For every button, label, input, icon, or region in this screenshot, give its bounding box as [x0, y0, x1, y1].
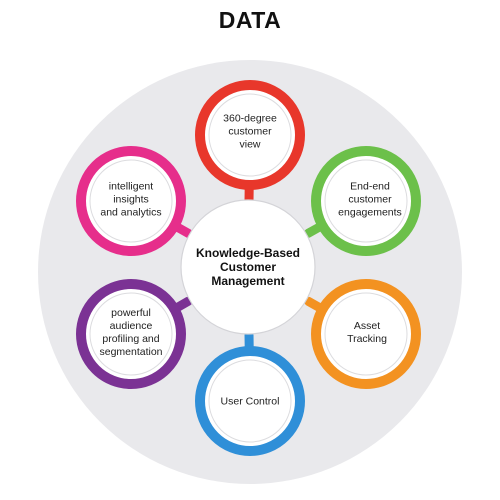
- node-label-control: User Control: [221, 396, 280, 409]
- node-label-line: End-end: [350, 180, 390, 193]
- node-label-line: view: [239, 138, 261, 151]
- node-label-view: 360-degree customer view: [223, 113, 277, 152]
- node-disc-asset: [324, 292, 408, 376]
- node-label-line: customer: [228, 125, 272, 138]
- center-label-line-3: Management: [211, 274, 285, 288]
- ring-layer: [76, 80, 421, 456]
- node-label-line: Tracking: [347, 333, 387, 345]
- diagram-title: DATA: [218, 7, 282, 33]
- node-disc-profiling: [89, 292, 173, 376]
- node-label-profiling: powerful audience profiling and segmenta…: [99, 307, 162, 359]
- node-label-line: insights: [113, 193, 149, 206]
- node-disc-view: [208, 93, 292, 177]
- node-label-line: customer: [348, 193, 392, 206]
- center-label-line-1: Knowledge-Based: [195, 246, 301, 260]
- center-hub: [180, 199, 316, 335]
- node-label-line: and analytics: [100, 206, 162, 219]
- node-label-asset: Asset Tracking: [347, 320, 387, 346]
- node-label-line: 360-degree: [223, 112, 277, 125]
- node-disc-control: [208, 359, 292, 443]
- node-disc-insights: [89, 159, 173, 243]
- node-label-line: audience: [109, 320, 153, 332]
- node-label-line: User Control: [220, 395, 280, 408]
- node-label-line: segmentation: [99, 346, 163, 358]
- node-label-line: powerful: [111, 307, 151, 319]
- node-label-line: profiling and: [102, 333, 160, 345]
- center-label: Knowledge-Based Customer Management: [196, 246, 300, 288]
- node-label-engagement: End-end customer engagements: [338, 181, 402, 220]
- node-label-line: intelligent: [108, 180, 154, 193]
- node-label-insights: intelligent insights and analytics: [100, 181, 161, 220]
- node-label-line: engagements: [338, 206, 402, 219]
- center-label-line-2: Customer: [219, 260, 277, 274]
- node-label-line: Asset: [353, 320, 381, 332]
- node-disc-engagement: [324, 159, 408, 243]
